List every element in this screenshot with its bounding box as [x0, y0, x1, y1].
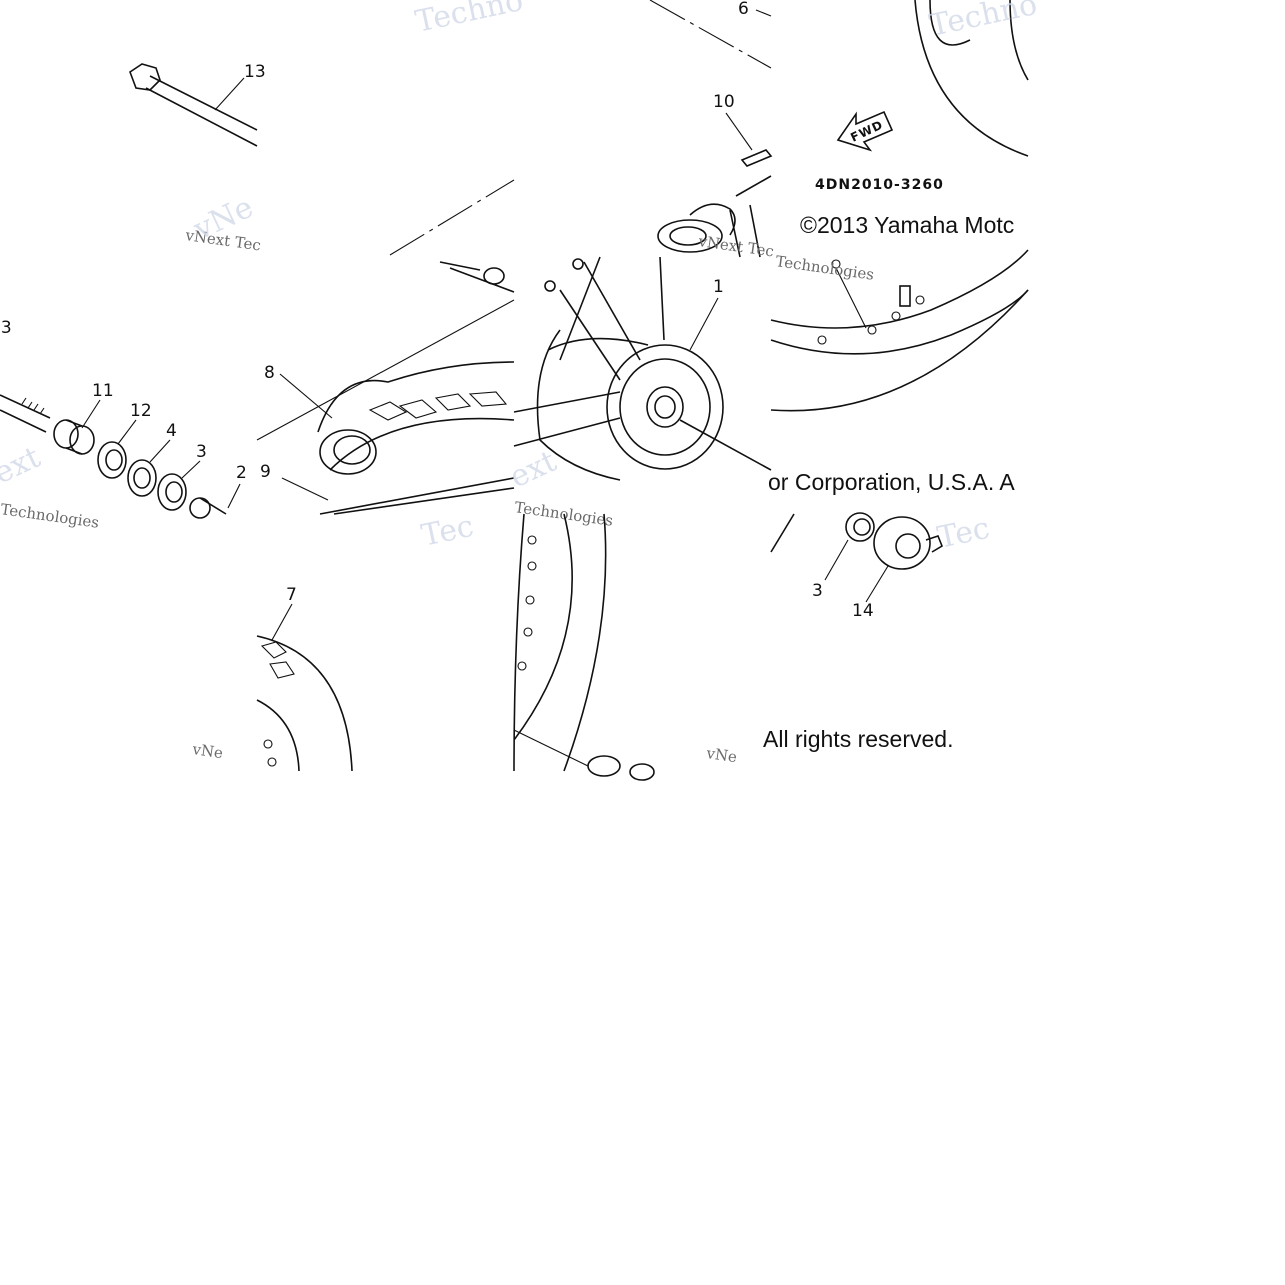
axle-bolt — [129, 63, 258, 147]
callout-7: 7 — [286, 585, 297, 605]
callout-6: 6 — [738, 0, 749, 19]
bearing-3 — [157, 473, 187, 511]
callout-2: 2 — [236, 463, 247, 483]
callout-3: 3 — [196, 442, 207, 462]
watermark-tec: Tec — [418, 509, 476, 554]
front-fender — [256, 261, 515, 475]
wheel-hub — [513, 256, 772, 481]
watermark-vnext-3: vNe — [190, 740, 224, 762]
watermark-techno: Techno — [412, 0, 526, 40]
copyright-line-3: All rights reserved. — [763, 726, 953, 752]
bearing-3-right — [845, 512, 875, 542]
callout-12: 12 — [130, 401, 152, 421]
axle-tip — [0, 394, 51, 433]
callout-13-edge: 13 — [0, 318, 12, 338]
oil-seal-12 — [97, 441, 127, 479]
brake-hose — [319, 477, 515, 515]
copyright-line-1: ©2013 Yamaha Motc — [800, 212, 1014, 238]
watermark-technologies-3: Technologies — [774, 252, 875, 284]
callout-10: 10 — [713, 92, 735, 112]
meter-gear-unit — [770, 513, 943, 570]
collar-11 — [53, 419, 95, 455]
bearing-4 — [127, 459, 157, 497]
watermark-ext: ext — [0, 440, 46, 491]
tire-top — [914, 0, 1029, 157]
watermark-techno-2: Techno — [926, 0, 1040, 44]
callout-3-right: 3 — [812, 581, 823, 601]
callout-1: 1 — [713, 277, 724, 297]
copyright-line-2: or Corporation, U.S.A. A — [768, 469, 1015, 495]
rim-upper-right — [770, 249, 1029, 412]
watermark-technologies-2: Technologies — [513, 498, 614, 530]
watermark-tec-2: Tec — [934, 511, 992, 556]
guide-dash — [649, 0, 772, 69]
spacer-2 — [189, 497, 227, 519]
callout-4: 4 — [166, 421, 177, 441]
callout-9: 9 — [260, 462, 271, 482]
rim-lower — [513, 513, 655, 781]
watermark-vnext-2: vNext Tec — [696, 232, 775, 261]
part-code: 4DN2010-3260 — [815, 177, 944, 193]
callout-11: 11 — [92, 381, 114, 401]
fwd-arrow: FWD — [836, 110, 894, 152]
callout-8: 8 — [264, 363, 275, 383]
brake-line-dash — [389, 179, 515, 256]
tire-tread — [256, 635, 353, 772]
watermark-vnext-4: vNe — [704, 744, 738, 766]
watermark-technologies: Technologies — [0, 500, 100, 532]
callout-14: 14 — [852, 601, 874, 621]
speedometer-cable — [657, 149, 773, 258]
callout-13: 13 — [244, 62, 266, 82]
